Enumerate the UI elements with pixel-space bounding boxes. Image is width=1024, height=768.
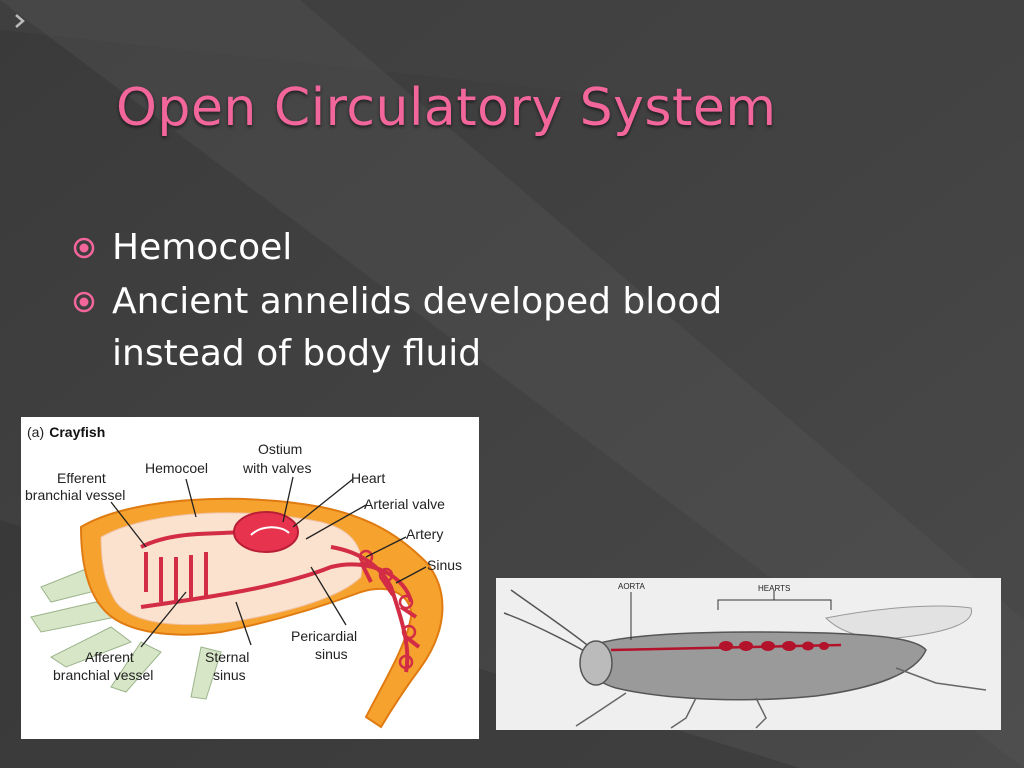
label-artery: Artery bbox=[406, 526, 443, 542]
label-afferent: branchial vessel bbox=[53, 667, 153, 683]
caption-letter: (a) bbox=[27, 424, 44, 440]
label-pericardial-sinus: Pericardial bbox=[291, 628, 357, 644]
insect-legs bbox=[575, 667, 987, 729]
bullet-item: Ancient annelids developed blood instead… bbox=[66, 276, 866, 380]
label-sinus: Sinus bbox=[427, 557, 462, 573]
label-ostium: with valves bbox=[242, 460, 311, 476]
svg-text:(a) Crayfish: (a) Crayfish bbox=[27, 422, 105, 441]
leader-lines bbox=[110, 476, 427, 648]
label-ostium: Ostium bbox=[258, 441, 302, 457]
label-pericardial-sinus: sinus bbox=[315, 646, 348, 662]
blood-vessels bbox=[140, 527, 421, 673]
insect-antennae bbox=[503, 589, 592, 654]
label-aorta: AORTA bbox=[618, 582, 645, 591]
bullet-list: Hemocoel Ancient annelids developed bloo… bbox=[66, 222, 866, 382]
caption-name: Crayfish bbox=[49, 424, 105, 440]
label-sternal-sinus: Sternal bbox=[205, 649, 249, 665]
heart-chambers bbox=[719, 641, 829, 651]
insect-diagram: AORTA HEARTS bbox=[496, 578, 1001, 730]
heart-shape bbox=[233, 511, 299, 553]
label-hemocoel: Hemocoel bbox=[145, 460, 208, 476]
chevron-right-icon bbox=[15, 14, 25, 28]
bullet-text: Hemocoel bbox=[112, 227, 293, 268]
vessel-loops bbox=[358, 549, 417, 670]
label-efferent: Efferent bbox=[57, 470, 106, 486]
label-sternal-sinus: sinus bbox=[213, 667, 246, 683]
bullet-item: Hemocoel bbox=[66, 222, 866, 274]
circle-dot-icon bbox=[73, 291, 95, 313]
insect-leader-lines bbox=[630, 590, 832, 640]
bullet-text: Ancient annelids developed blood instead… bbox=[112, 281, 723, 374]
label-efferent: branchial vessel bbox=[25, 487, 125, 503]
label-heart: Heart bbox=[351, 470, 385, 486]
label-hearts: HEARTS bbox=[758, 584, 790, 593]
circle-dot-icon bbox=[73, 237, 95, 259]
slide-title: Open Circulatory System bbox=[116, 78, 777, 138]
label-arterial-valve: Arterial valve bbox=[364, 496, 445, 512]
insect-head bbox=[579, 640, 613, 686]
crayfish-diagram: (a) Crayfish Efferent branchial vessel H… bbox=[21, 417, 479, 739]
label-afferent: Afferent bbox=[85, 649, 134, 665]
